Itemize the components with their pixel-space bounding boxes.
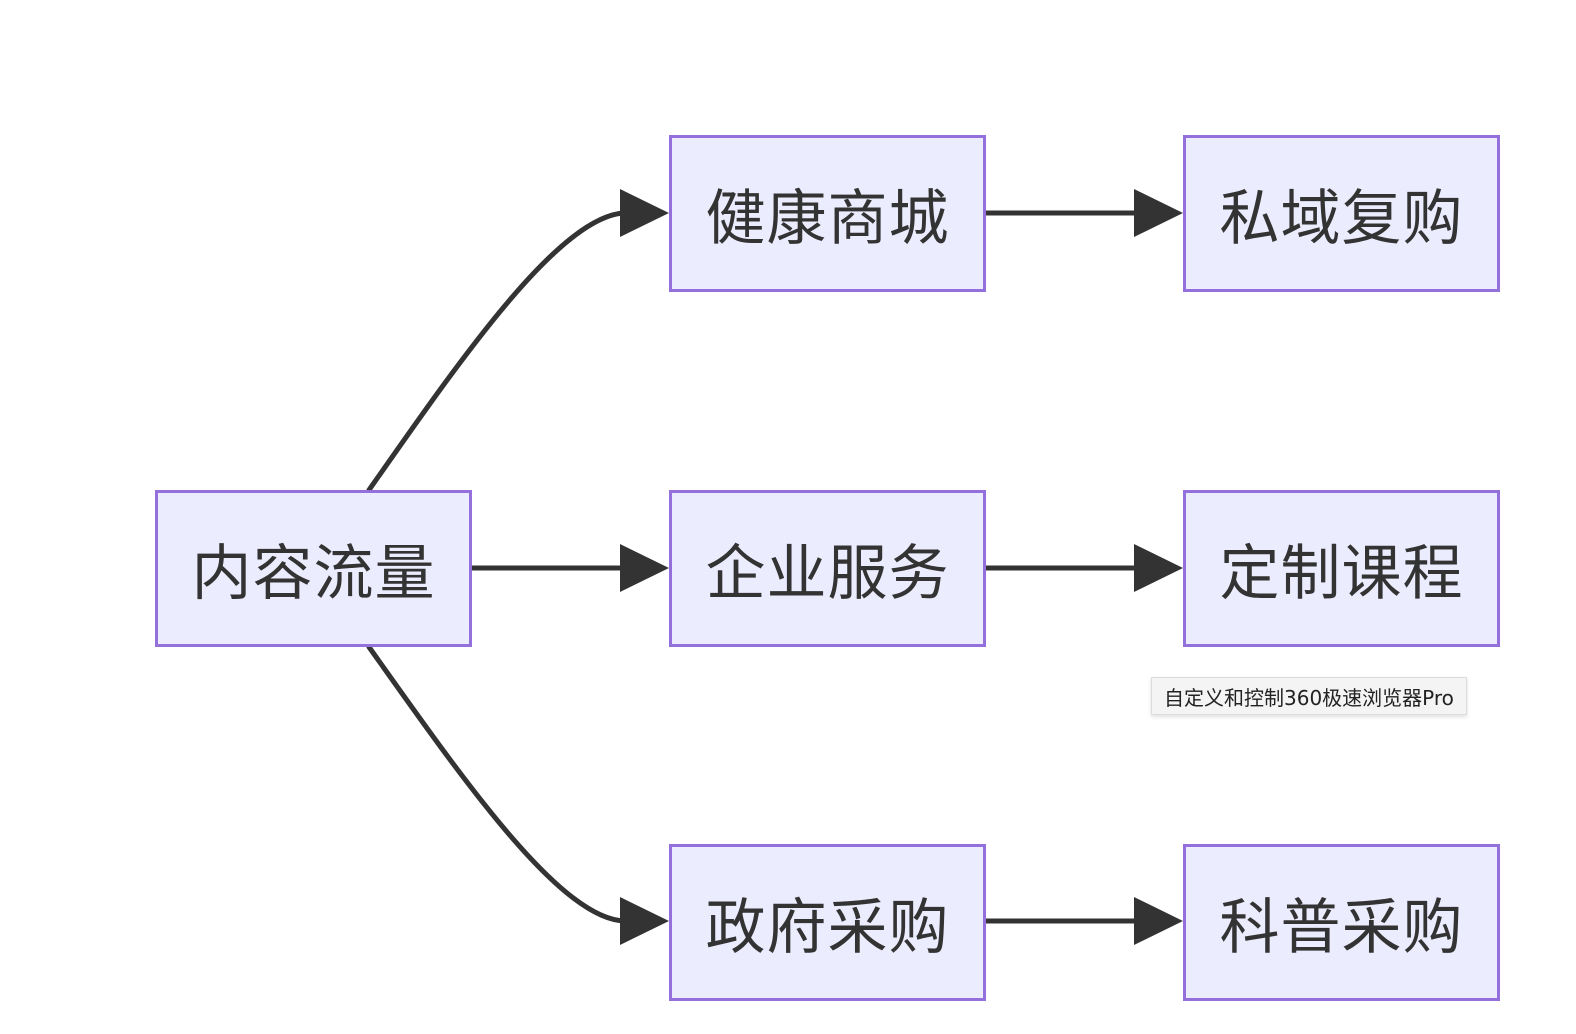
node-gov-procurement[interactable]: 政府采购 [669, 844, 986, 1001]
node-custom-course[interactable]: 定制课程 [1183, 490, 1500, 647]
arrowhead-science-procurement [1134, 897, 1183, 945]
node-label: 定制课程 [1219, 539, 1464, 609]
node-label: 企业服务 [705, 539, 950, 609]
arrowhead-custom-course [1134, 544, 1183, 592]
node-health-mall[interactable]: 健康商城 [669, 135, 986, 292]
node-label: 政府采购 [705, 893, 950, 963]
node-science-procurement[interactable]: 科普采购 [1183, 844, 1500, 1001]
arrowhead-health-mall [620, 189, 669, 237]
edge-content-to-health-mall [366, 210, 628, 493]
arrowhead-enterprise-service [620, 544, 669, 592]
node-label: 内容流量 [191, 539, 436, 609]
browser-tooltip: 自定义和控制360极速浏览器Pro [1151, 677, 1467, 715]
edge-content-to-gov-procurement [366, 644, 628, 924]
node-label: 健康商城 [705, 184, 950, 254]
arrowhead-private-repurchase [1134, 189, 1183, 237]
arrowhead-gov-procurement [620, 897, 669, 945]
node-label: 科普采购 [1219, 893, 1464, 963]
node-label: 私域复购 [1219, 184, 1464, 254]
tooltip-text: 自定义和控制360极速浏览器Pro [1164, 685, 1454, 710]
node-enterprise-service[interactable]: 企业服务 [669, 490, 986, 647]
node-content-traffic[interactable]: 内容流量 [155, 490, 472, 647]
node-private-repurchase[interactable]: 私域复购 [1183, 135, 1500, 292]
